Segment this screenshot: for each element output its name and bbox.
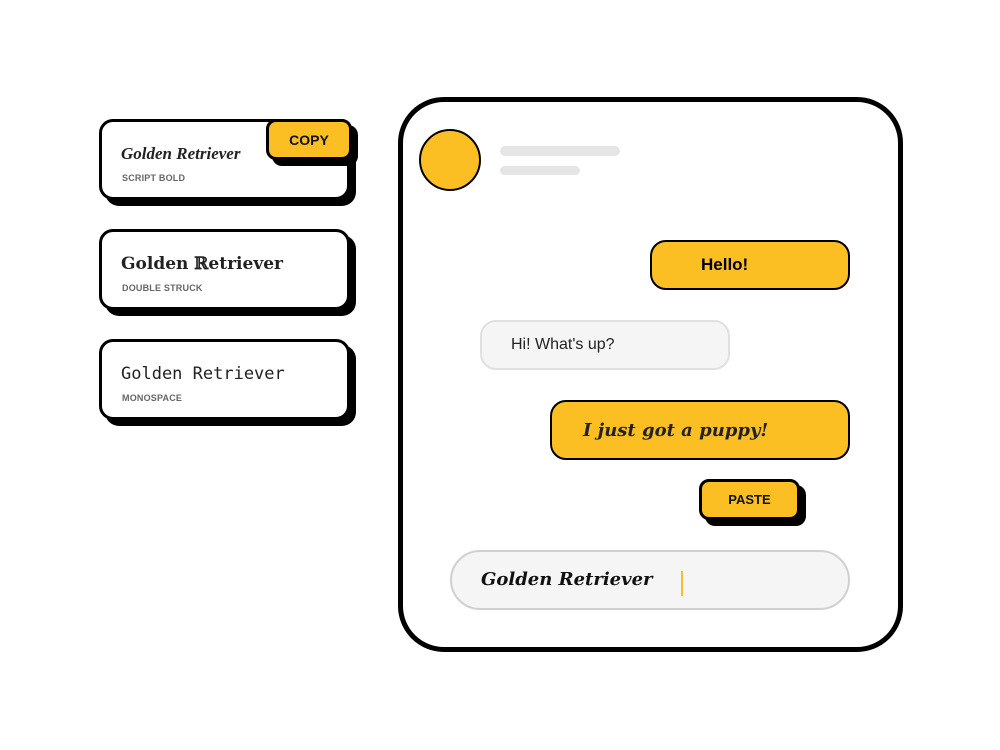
copy-button[interactable]: COPY xyxy=(266,119,352,160)
font-sample: Golden ℝetriever xyxy=(121,254,283,274)
name-placeholder xyxy=(500,146,620,156)
font-sample: Golden Retriever xyxy=(121,364,285,384)
message-text: I just got a puppy! xyxy=(583,419,769,441)
message-bubble-received: Hi! What's up? xyxy=(480,320,730,370)
avatar xyxy=(419,129,481,191)
status-placeholder xyxy=(500,166,580,175)
font-sample: Golden Retriever xyxy=(121,144,241,163)
message-text: Hi! What's up? xyxy=(511,336,615,353)
message-bubble-sent: I just got a puppy! xyxy=(550,400,850,460)
message-text: Hello! xyxy=(701,255,749,274)
text-caret xyxy=(681,571,683,596)
font-style-card-double-struck[interactable]: Golden ℝetriever DOUBLE STRUCK xyxy=(99,229,350,310)
font-style-card-monospace[interactable]: Golden Retriever MONOSPACE xyxy=(99,339,350,420)
message-bubble-sent: Hello! xyxy=(650,240,850,290)
input-value: Golden Retriever xyxy=(481,569,653,590)
message-input[interactable]: Golden Retriever xyxy=(450,550,850,610)
font-style-label: SCRIPT BOLD xyxy=(122,173,186,183)
paste-button[interactable]: PASTE xyxy=(699,479,800,520)
font-style-label: DOUBLE STRUCK xyxy=(122,283,203,293)
font-style-label: MONOSPACE xyxy=(122,393,183,403)
